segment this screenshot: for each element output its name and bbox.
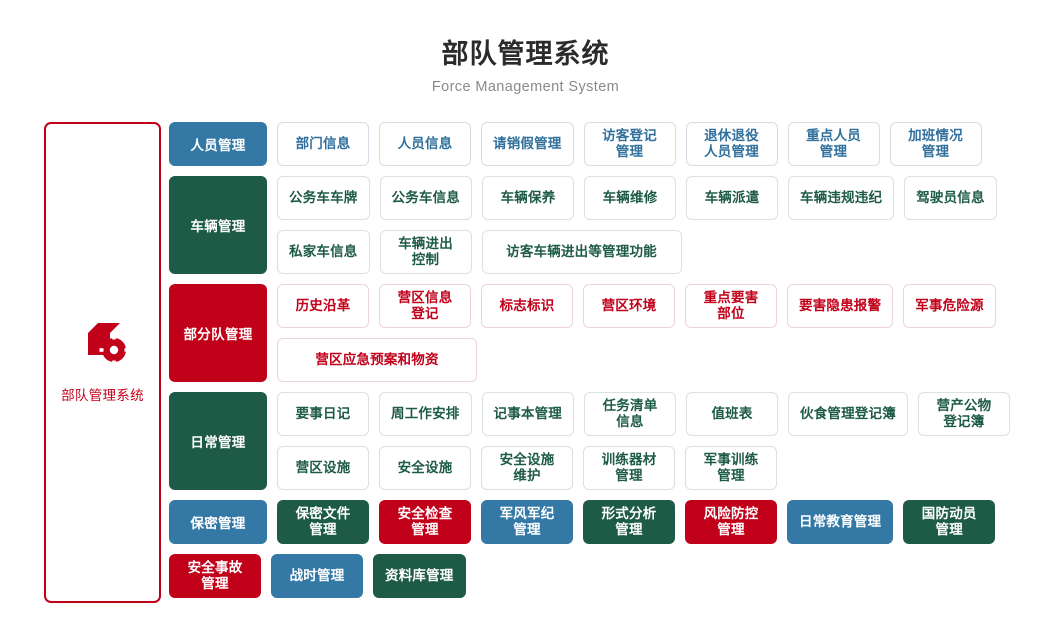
module-tile[interactable]: 访客车辆进出等管理功能 [481, 230, 682, 274]
category-label-1[interactable]: 车辆管理 [169, 176, 267, 274]
module-tile[interactable]: 形式分析 管理 [583, 500, 675, 544]
module-tile[interactable]: 保密文件 管理 [277, 500, 369, 544]
category-row: 安全事故 管理战时管理资料库管理 [169, 554, 1039, 598]
module-tile[interactable]: 驾驶员信息 [904, 176, 997, 220]
module-tile[interactable]: 军事危险源 [903, 284, 996, 328]
module-tile[interactable]: 安全设施 [379, 446, 471, 490]
module-tile[interactable]: 部门信息 [277, 122, 369, 166]
cube-gear-icon [76, 321, 130, 374]
category-items: 要事日记周工作安排记事本管理任务清单 信息值班表伙食管理登记簿营产公物 登记簿营… [277, 392, 1039, 490]
module-tile[interactable]: 伙食管理登记簿 [788, 392, 908, 436]
module-tile[interactable]: 车辆进出 控制 [379, 230, 472, 274]
module-tile[interactable]: 车辆保养 [482, 176, 574, 220]
module-tile[interactable]: 要害隐患报警 [787, 284, 894, 328]
category-label-2[interactable]: 部分队管理 [169, 284, 267, 382]
module-tile[interactable]: 公务车车牌 [277, 176, 370, 220]
module-tile[interactable]: 安全检查 管理 [379, 500, 471, 544]
module-tile[interactable]: 训练器材 管理 [583, 446, 675, 490]
content-area: 部队管理系统 人员管理部门信息人员信息请销假管理访客登记 管理退休退役 人员管理… [0, 122, 1051, 608]
category-row: 日常管理要事日记周工作安排记事本管理任务清单 信息值班表伙食管理登记簿营产公物 … [169, 392, 1039, 490]
page-header: 部队管理系统 Force Management System [0, 0, 1051, 95]
page-subtitle: Force Management System [431, 78, 620, 95]
module-tile[interactable]: 加班情况 管理 [889, 122, 982, 166]
module-tile[interactable]: 重点要害 部位 [685, 284, 777, 328]
module-tile[interactable]: 营区应急预案和物资 [277, 338, 477, 382]
module-tile[interactable]: 车辆派遣 [686, 176, 778, 220]
category-label-4[interactable]: 保密管理 [169, 500, 267, 544]
module-tile[interactable]: 标志标识 [481, 284, 573, 328]
module-tile[interactable]: 周工作安排 [379, 392, 472, 436]
module-tile[interactable]: 公务车信息 [379, 176, 472, 220]
module-tile[interactable]: 私家车信息 [277, 230, 370, 274]
category-items: 部门信息人员信息请销假管理访客登记 管理退休退役 人员管理重点人员 管理加班情况… [277, 122, 1039, 166]
module-tile[interactable]: 军事训练 管理 [685, 446, 777, 490]
module-tile[interactable]: 营区环境 [583, 284, 675, 328]
module-tile[interactable]: 值班表 [686, 392, 778, 436]
category-items: 安全事故 管理战时管理资料库管理 [169, 554, 1039, 598]
module-tile[interactable]: 安全事故 管理 [169, 554, 261, 598]
module-grid: 人员管理部门信息人员信息请销假管理访客登记 管理退休退役 人员管理重点人员 管理… [169, 122, 1051, 608]
module-tile[interactable]: 要事日记 [277, 392, 369, 436]
page-title: 部队管理系统 [441, 39, 610, 69]
module-tile[interactable]: 战时管理 [271, 554, 363, 598]
category-row: 部分队管理历史沿革营区信息 登记标志标识营区环境重点要害 部位要害隐患报警军事危… [169, 284, 1039, 382]
sidebar-brand-label: 部队管理系统 [61, 388, 144, 403]
module-tile[interactable]: 访客登记 管理 [583, 122, 676, 166]
module-tile[interactable]: 营区设施 [277, 446, 369, 490]
module-tile[interactable]: 记事本管理 [481, 392, 574, 436]
module-tile[interactable]: 请销假管理 [481, 122, 574, 166]
category-row: 人员管理部门信息人员信息请销假管理访客登记 管理退休退役 人员管理重点人员 管理… [169, 122, 1039, 166]
module-tile[interactable]: 任务清单 信息 [584, 392, 676, 436]
sidebar-brand-panel[interactable]: 部队管理系统 [44, 122, 161, 603]
module-tile[interactable]: 重点人员 管理 [787, 122, 880, 166]
module-tile[interactable]: 营产公物 登记簿 [917, 392, 1010, 436]
module-tile[interactable]: 营区信息 登记 [379, 284, 471, 328]
module-tile[interactable]: 历史沿革 [277, 284, 369, 328]
module-tile[interactable]: 安全设施 维护 [481, 446, 573, 490]
module-tile[interactable]: 风险防控 管理 [685, 500, 777, 544]
category-label-3[interactable]: 日常管理 [169, 392, 267, 490]
module-tile[interactable]: 车辆违规违纪 [788, 176, 895, 220]
category-items: 保密文件 管理安全检查 管理军风军纪 管理形式分析 管理风险防控 管理日常教育管… [277, 500, 1039, 544]
module-tile[interactable]: 日常教育管理 [787, 500, 894, 544]
category-row: 保密管理保密文件 管理安全检查 管理军风军纪 管理形式分析 管理风险防控 管理日… [169, 500, 1039, 544]
category-items: 历史沿革营区信息 登记标志标识营区环境重点要害 部位要害隐患报警军事危险源营区应… [277, 284, 1039, 382]
module-tile[interactable]: 国防动员 管理 [903, 500, 996, 544]
category-items: 公务车车牌公务车信息车辆保养车辆维修车辆派遣车辆违规违纪驾驶员信息私家车信息车辆… [277, 176, 1039, 274]
category-row: 车辆管理公务车车牌公务车信息车辆保养车辆维修车辆派遣车辆违规违纪驾驶员信息私家车… [169, 176, 1039, 274]
module-tile[interactable]: 车辆维修 [584, 176, 676, 220]
category-label-0[interactable]: 人员管理 [169, 122, 267, 166]
module-tile[interactable]: 资料库管理 [373, 554, 466, 598]
module-tile[interactable]: 军风军纪 管理 [481, 500, 573, 544]
module-tile[interactable]: 人员信息 [379, 122, 471, 166]
module-tile[interactable]: 退休退役 人员管理 [685, 122, 778, 166]
